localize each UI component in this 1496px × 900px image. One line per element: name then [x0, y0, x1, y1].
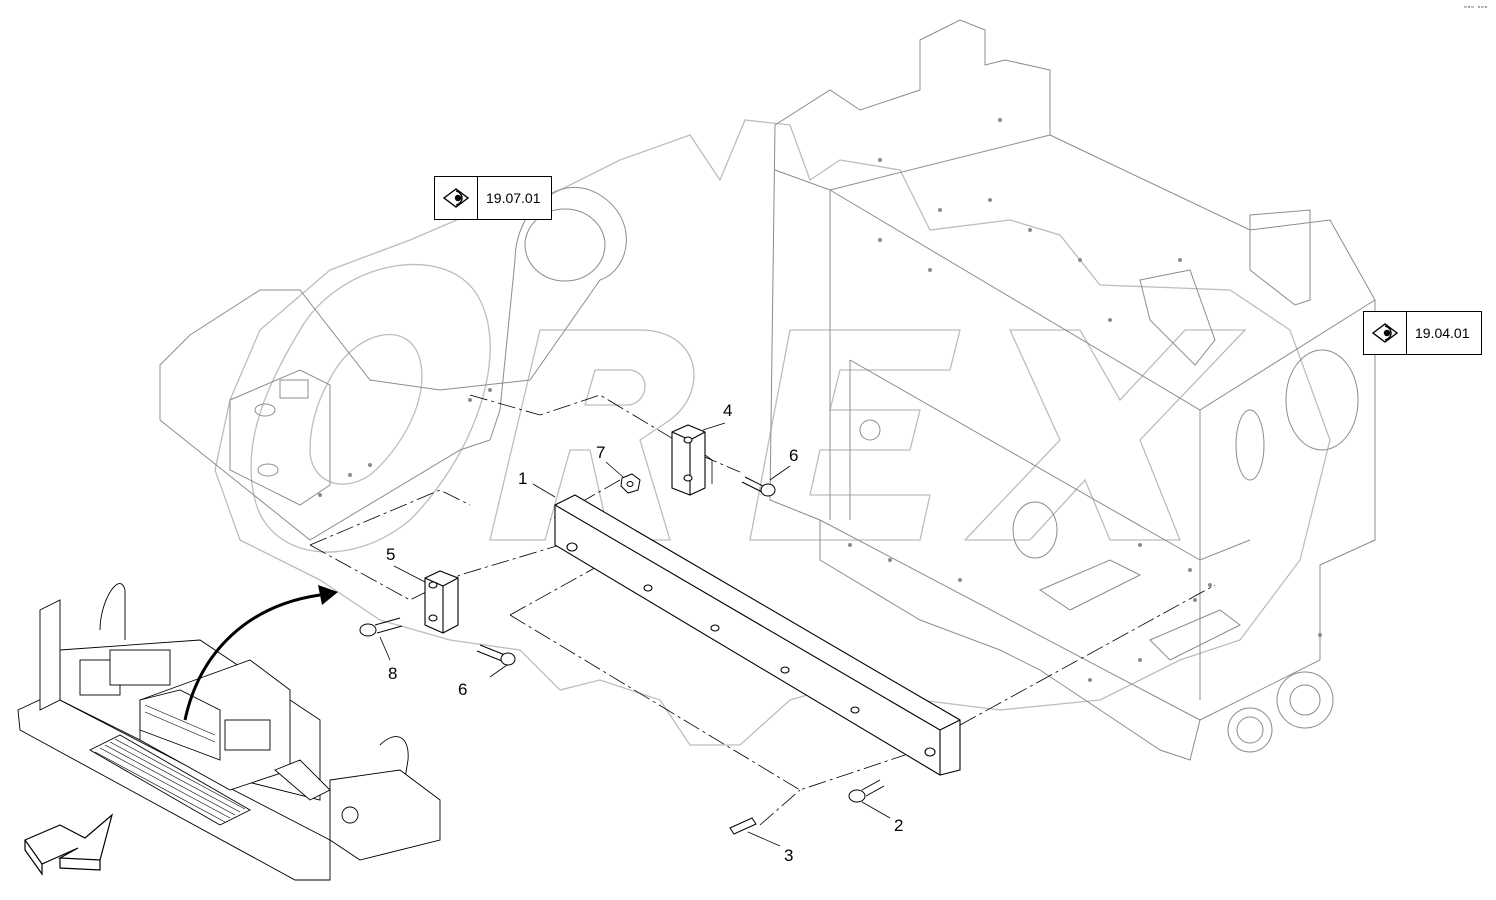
- reference-box-19-07-01[interactable]: 19.07.01: [434, 176, 552, 220]
- fasteners: [359, 473, 885, 835]
- page-id-mark: ▫▫▫ ▫▫▫: [1464, 4, 1488, 11]
- callout-1: 1: [518, 469, 527, 488]
- part-6-screw-lower: [476, 644, 516, 666]
- callout-8: 8: [388, 664, 397, 683]
- part-1-crossbar: [554, 494, 961, 776]
- callout-2: 2: [894, 816, 903, 835]
- direction-arrow: [24, 813, 114, 876]
- callout-6-lower: 6: [458, 680, 467, 699]
- callout-labels: 1 2 3 4 5 6 6 7 8: [386, 401, 903, 865]
- part-3-pin: [729, 817, 757, 835]
- part-4-block: [671, 424, 713, 496]
- part-6-screw-upper: [741, 476, 776, 497]
- leader-lines: [379, 422, 891, 847]
- reference-code: 19.07.01: [486, 190, 541, 206]
- callout-3: 3: [784, 846, 793, 865]
- callout-6-upper: 6: [789, 446, 798, 465]
- machine-frame: [769, 19, 1376, 761]
- eye-icon: [1364, 312, 1407, 354]
- callout-5: 5: [386, 545, 395, 564]
- paver-overview: [17, 583, 441, 881]
- eye-icon: [435, 177, 478, 219]
- curved-arrow: [183, 585, 338, 721]
- arm-bracket: [159, 186, 627, 541]
- reference-box-19-04-01[interactable]: 19.04.01: [1363, 311, 1482, 355]
- part-8-screw: [359, 617, 403, 637]
- reference-code: 19.04.01: [1415, 325, 1470, 341]
- part-2-screw: [848, 779, 885, 803]
- callout-4: 4: [723, 401, 732, 420]
- callout-7: 7: [596, 443, 605, 462]
- part-5-block: [424, 570, 459, 634]
